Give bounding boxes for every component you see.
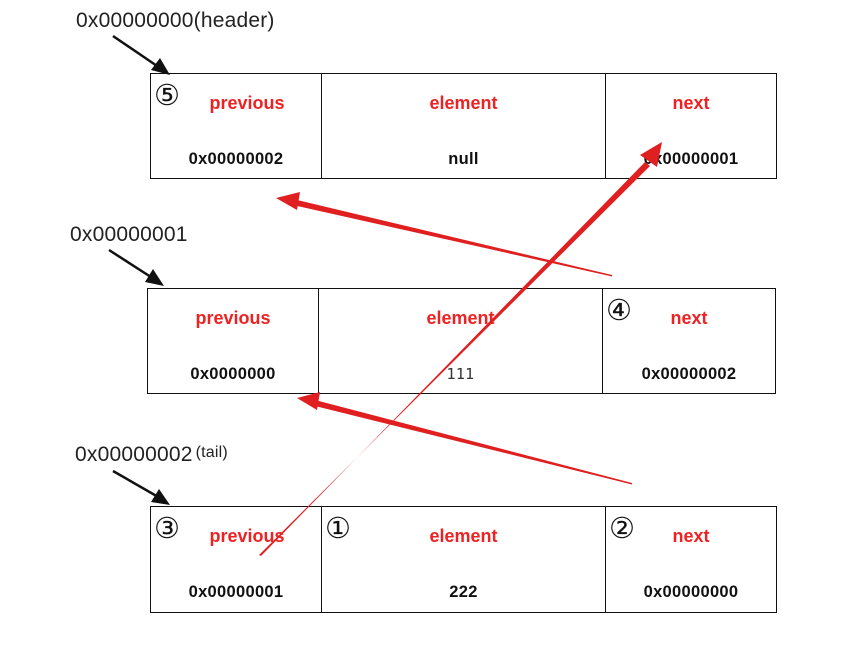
middle-address-label: 0x00000001 <box>70 223 188 247</box>
node-header-element-label: element <box>429 93 498 113</box>
node-tail: ③ previous 0x00000001 ① element 222 ② ne… <box>150 506 777 613</box>
node-1-next-cell: ④ next 0x00000002 <box>602 289 775 393</box>
node-tail-element-value: 222 <box>449 583 478 601</box>
node-header: ⑤ previous 0x00000002 element null next … <box>150 73 777 179</box>
node-1-element-label: element <box>426 308 495 328</box>
link-arrowhead-tail-to-middle <box>297 392 320 410</box>
step-5-marker: ⑤ <box>154 78 180 112</box>
node-header-next-value: 0x00000001 <box>643 150 739 168</box>
header-note: (header) <box>193 9 275 32</box>
node-1-previous-label: previous <box>195 308 271 328</box>
header-address-label: 0x00000000(header) <box>76 9 275 33</box>
node-header-element-cell: element null <box>321 74 605 178</box>
tail-note: (tail) <box>195 444 228 461</box>
node-1-previous-value: 0x0000000 <box>190 365 276 383</box>
node-header-element-value: null <box>448 150 479 168</box>
node-1-next-label: next <box>670 308 708 328</box>
node-header-next-cell: next 0x00000001 <box>605 74 776 178</box>
node-1-element-value: 111 <box>446 365 475 383</box>
node-1: previous 0x0000000 element 111 ④ next 0x… <box>147 288 776 394</box>
middle-pointer-arrow <box>108 248 155 281</box>
node-tail-next-cell: ② next 0x00000000 <box>605 507 776 612</box>
node-tail-previous-value: 0x00000001 <box>188 583 284 601</box>
link-arrow-tail-to-middle <box>315 400 632 485</box>
node-tail-previous-cell: ③ previous 0x00000001 <box>151 507 321 612</box>
tail-address: 0x00000002 <box>75 443 193 466</box>
tail-pointer-arrowhead <box>151 489 170 505</box>
middle-pointer-arrowhead <box>145 269 164 286</box>
link-arrowhead-middle-to-header <box>276 192 300 210</box>
node-tail-previous-label: previous <box>209 526 285 546</box>
middle-address: 0x00000001 <box>70 223 188 246</box>
node-tail-element-label: element <box>429 526 498 546</box>
node-tail-element-cell: ① element 222 <box>321 507 605 612</box>
node-1-next-value: 0x00000002 <box>641 365 737 383</box>
node-tail-next-value: 0x00000000 <box>643 583 739 601</box>
header-pointer-arrow <box>112 34 161 70</box>
step-3-marker: ③ <box>154 511 180 545</box>
node-header-previous-cell: ⑤ previous 0x00000002 <box>151 74 321 178</box>
tail-address-label: 0x00000002(tail) <box>75 443 228 467</box>
header-address: 0x00000000 <box>76 9 194 32</box>
node-tail-next-label: next <box>672 526 710 546</box>
link-arrow-middle-to-header <box>295 199 612 277</box>
node-header-previous-value: 0x00000002 <box>188 150 284 168</box>
tail-pointer-arrow <box>112 469 161 500</box>
node-1-element-cell: element 111 <box>318 289 602 393</box>
node-header-next-label: next <box>672 93 710 113</box>
node-header-previous-label: previous <box>209 93 285 113</box>
node-1-previous-cell: previous 0x0000000 <box>148 289 318 393</box>
